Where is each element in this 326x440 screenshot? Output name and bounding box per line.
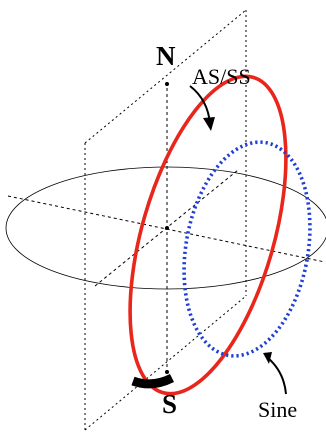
south-label: S <box>162 389 177 419</box>
sine-curve <box>182 140 312 358</box>
south-arc-highlight <box>131 373 175 389</box>
north-pole-point <box>165 82 169 86</box>
as-ss-pointer-arrow <box>189 85 215 131</box>
south-pole-point <box>165 370 169 374</box>
center-point <box>165 226 169 230</box>
as-ss-label: AS/SS <box>192 64 251 89</box>
sine-pointer-arrow <box>263 352 287 395</box>
as-ss-curve <box>128 74 288 396</box>
sine-label: Sine <box>258 397 297 422</box>
north-label: N <box>156 41 176 71</box>
